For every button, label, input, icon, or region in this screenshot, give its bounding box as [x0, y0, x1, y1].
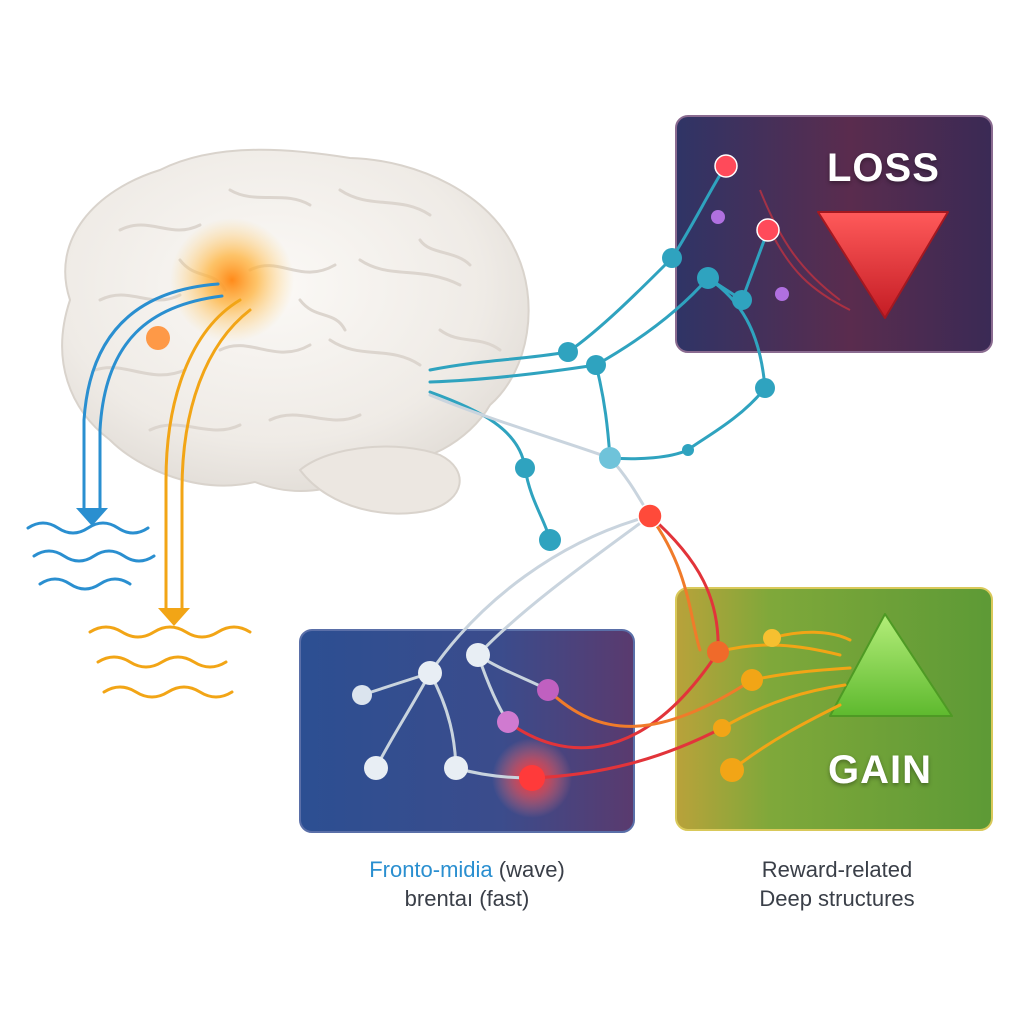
loss-label: LOSS: [827, 146, 940, 190]
node-purple: [711, 210, 725, 224]
orange-arrowhead: [158, 608, 190, 626]
caption-right-line2: Deep structures: [759, 886, 915, 911]
up-triangle-icon: [829, 613, 953, 717]
caption-left-line1: Fronto-midia (wave): [322, 855, 612, 884]
node-red: [637, 503, 663, 529]
node-teal: [662, 248, 682, 268]
node-orange: [720, 758, 744, 782]
node-teal: [732, 290, 752, 310]
node-purple: [497, 711, 519, 733]
caption-left-rest: (wave): [492, 857, 565, 882]
node-orange: [741, 669, 763, 691]
node-teal: [515, 458, 535, 478]
caption-reward-structures: Reward-related Deep structures: [712, 855, 962, 913]
blue-arrow-inner: [98, 294, 224, 514]
node-teal: [586, 355, 606, 375]
brain-cerebrum: [61, 148, 530, 492]
orange-arrow-inner: [180, 308, 252, 614]
activation-glow: [170, 218, 294, 342]
node-red: [714, 154, 738, 178]
gain-label: GAIN: [828, 748, 932, 792]
node-teal: [682, 444, 694, 456]
caption-right-line1: Reward-related: [761, 857, 913, 882]
node-teal: [539, 529, 561, 551]
node-orange: [707, 641, 729, 663]
node-white: [418, 661, 442, 685]
node-white: [466, 643, 490, 667]
node-teal: [697, 267, 719, 289]
node-orange: [763, 629, 781, 647]
orange-arrow-outer: [164, 298, 242, 614]
node-purple: [537, 679, 559, 701]
loss-red-streaks: [759, 189, 851, 311]
node-red: [519, 765, 545, 791]
blue-arrowhead: [76, 508, 108, 526]
caption-left-line2: brentaı (fast): [404, 886, 530, 911]
activation-spot: [146, 326, 170, 350]
blue-arrow-outer: [82, 282, 220, 514]
network-nodes: [352, 154, 789, 791]
caption-fronto-medial: Fronto-midia (wave) brentaı (fast): [322, 855, 612, 913]
node-white: [352, 685, 372, 705]
node-teal: [599, 447, 621, 469]
down-triangle-icon: [817, 211, 949, 319]
node-teal: [558, 342, 578, 362]
node-purple: [775, 287, 789, 301]
signal-arrows: [76, 282, 252, 626]
node-orange: [713, 719, 731, 737]
network-panel: [299, 629, 635, 833]
wave-blue: [26, 521, 156, 591]
loss-panel: [675, 115, 993, 353]
brain-illustration: [61, 148, 530, 515]
node-white: [364, 756, 388, 780]
brain-cerebellum: [298, 445, 461, 515]
caption-left-highlight: Fronto-midia: [369, 857, 493, 882]
reward-network: [506, 514, 852, 780]
node-red: [756, 218, 780, 242]
wave-orange: [88, 625, 252, 699]
node-white: [444, 756, 468, 780]
node-teal: [755, 378, 775, 398]
